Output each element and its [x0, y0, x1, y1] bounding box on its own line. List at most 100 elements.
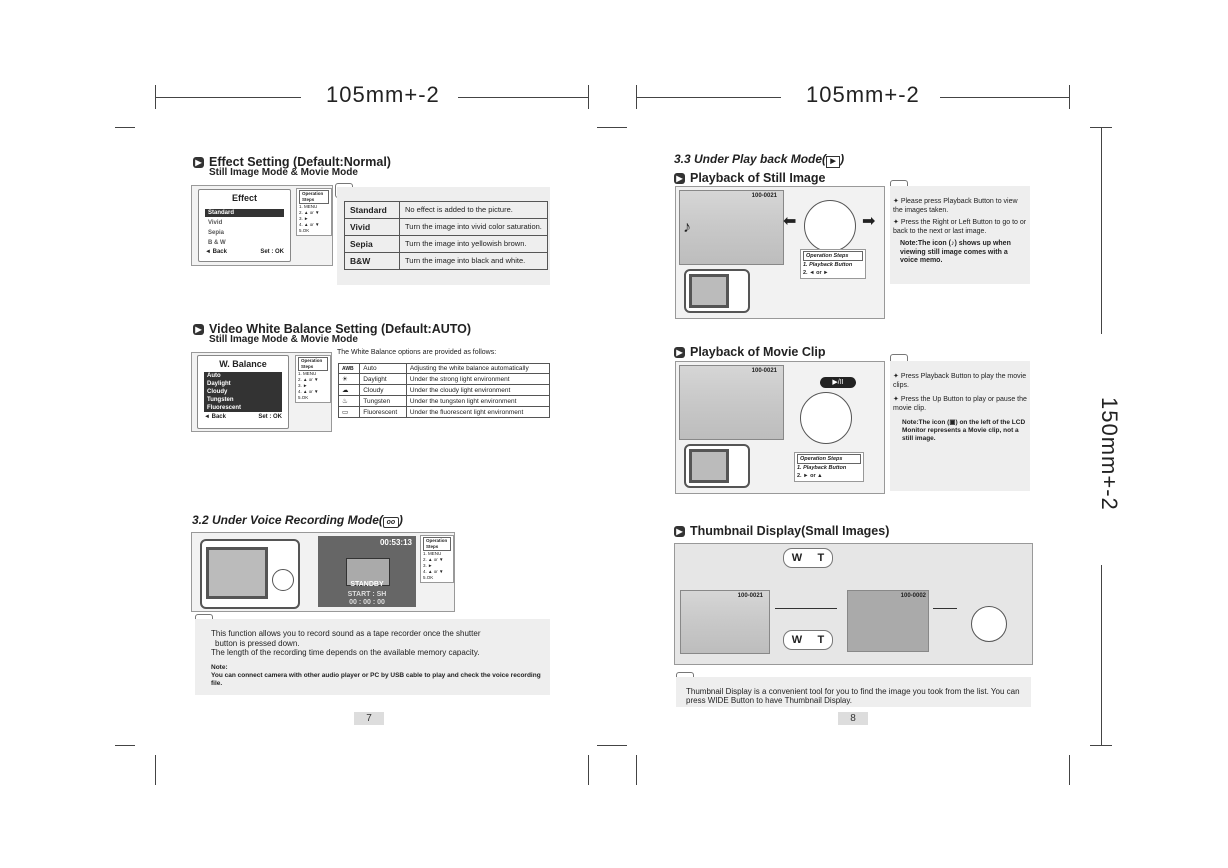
- playback-title-end: ): [840, 152, 845, 166]
- still-note-line: ✦ Please press Playback Button to view t…: [893, 198, 1018, 214]
- crop-line: [1101, 127, 1102, 334]
- voice-memo-icon: ♪: [683, 219, 691, 236]
- effect-menu-item[interactable]: Vivid: [205, 219, 284, 227]
- crop-line: [588, 755, 589, 785]
- ops-line: 1. MENU: [423, 551, 442, 556]
- wb-menu-item[interactable]: Daylight: [204, 380, 282, 388]
- still-note-line: ✦ Press the Right or Left Button to go t…: [893, 219, 1027, 235]
- right-arrow-icon: [933, 608, 957, 609]
- note-text: Note:The icon (: [902, 419, 950, 426]
- note-text: Press Playback Button to play the movie …: [893, 373, 1027, 389]
- tape-graphic: [346, 558, 390, 586]
- movie-note-line: Note:The icon (▣) on the left of the LCD…: [893, 419, 1027, 443]
- crop-line: [155, 755, 156, 785]
- wb-menu-item[interactable]: Cloudy: [204, 388, 282, 396]
- voice-note-label: Note:: [211, 663, 228, 671]
- effect-subtitle: Still Image Mode & Movie Mode: [209, 167, 358, 178]
- wb-menu-item[interactable]: Auto: [204, 372, 282, 380]
- duck-photo: 100-0021: [679, 365, 784, 440]
- wide-button-bottom: W T: [783, 630, 833, 650]
- ops-header: Operation Steps: [803, 251, 863, 261]
- voice-note: This function allows you to record sound…: [211, 629, 546, 688]
- thumbnail-grid: 100-0002: [847, 590, 929, 652]
- still-panel: 100-0021 ♪ ⬅ ➡ Operation Steps 1. Playba…: [675, 186, 885, 319]
- duck-photo: 100-0021 ♪: [679, 190, 784, 265]
- wb-menu-footer: ◄ Back Set : OK: [198, 414, 288, 420]
- wb-title-text: Video White Balance Setting (Default:AUT…: [209, 322, 472, 336]
- effect-title-text: Effect Setting (Default:Normal): [209, 155, 391, 169]
- t-label: T: [817, 552, 825, 564]
- ops-line: 5.OK: [298, 395, 309, 400]
- ops-line: 4. ▲ or ▼: [423, 569, 444, 574]
- ops-line: 1. Playback Button: [803, 262, 853, 268]
- note-text: ) shows up when viewing still image come…: [900, 240, 1011, 264]
- wb-intro-text: The White Balance options are provided a…: [337, 349, 497, 356]
- crop-line: [1069, 85, 1070, 109]
- ops-line: 1. MENU: [298, 371, 317, 376]
- dpad-icon: [804, 200, 856, 252]
- movie-note-line: ✦ Press the Up Button to play or pause t…: [893, 396, 1027, 412]
- file-number: 100-0021: [751, 368, 777, 374]
- standby-label: STANDBY: [350, 581, 384, 588]
- wb-subtitle: Still Image Mode & Movie Mode: [209, 334, 358, 345]
- ops-line: 5.OK: [423, 575, 434, 580]
- effect-menu-item[interactable]: B & W: [205, 239, 284, 247]
- voice-panel: 00:53:13 STANDBY START : SH 00 : 00 : 00…: [191, 532, 455, 612]
- voice-section-title: 3.2 Under Voice Recording Mode(oo): [192, 513, 403, 528]
- effect-menu-item[interactable]: Standard: [205, 209, 284, 217]
- ops-line: 4. ▲ or ▼: [298, 389, 319, 394]
- voice-note-box: [195, 619, 550, 695]
- movie-note-line: ✦ Press Playback Button to play the movi…: [893, 373, 1027, 389]
- bullet-icon: ▶: [674, 525, 685, 537]
- ops-line: 5.OK: [299, 228, 310, 233]
- play-pause-icon: ▶/II: [820, 377, 856, 388]
- file-number: 100-0021: [751, 193, 777, 199]
- playback-title-text: 3.3 Under Play back Mode(: [674, 152, 827, 166]
- playback-section-title: 3.3 Under Play back Mode(▶): [674, 152, 844, 168]
- wb-name: Fluorescent: [359, 406, 407, 418]
- wb-desc: Under the cloudy light environment: [405, 384, 551, 396]
- ops-line: 2. ► or ▲: [797, 473, 823, 479]
- effect-menu-item[interactable]: Sepia: [205, 229, 284, 237]
- wb-icon: ☀: [337, 373, 361, 385]
- voice-operation-steps: Operation Steps 1. MENU 2. ▲ or ▼ 3. ► 4…: [420, 535, 454, 583]
- still-title-text: Playback of Still Image: [690, 171, 826, 185]
- voice-screen: 00:53:13 STANDBY START : SH 00 : 00 : 00: [318, 536, 416, 607]
- crop-line: [1101, 565, 1102, 745]
- movie-note: ✦ Press Playback Button to play the movi…: [893, 373, 1027, 443]
- left-arrow-icon: ⬅: [783, 213, 797, 230]
- effect-section-title: ▶ Effect Setting (Default:Normal): [193, 155, 391, 169]
- wb-desc: Under the fluorescent light environment: [405, 406, 551, 418]
- effect-desc: Turn the image into vivid color saturati…: [399, 218, 548, 236]
- thumb-panel: W T 100-0021 W T 100-0002: [674, 543, 1033, 665]
- bullet-icon: ▶: [674, 172, 685, 184]
- crop-line: [1069, 755, 1070, 785]
- dpad-icon: [800, 392, 852, 444]
- crop-line: [588, 85, 589, 109]
- ops-line: 4. ▲ or ▼: [299, 222, 320, 227]
- right-header-label: 105mm+-2: [806, 82, 920, 107]
- wb-desc: Under the strong light environment: [405, 373, 551, 385]
- dpad-icon: [272, 569, 294, 591]
- effect-menu-footer: ◄ Back Set : OK: [199, 249, 290, 255]
- wb-menu-item[interactable]: Fluorescent: [204, 404, 282, 412]
- dpad-icon: [971, 606, 1007, 642]
- voice-title-text: 3.2 Under Voice Recording Mode(: [192, 513, 383, 527]
- note-text: Press the Up Button to play or pause the…: [893, 396, 1027, 412]
- effect-desc: No effect is added to the picture.: [399, 201, 548, 219]
- effect-operation-steps: Operation Steps 1. MENU 2. ▲ or ▼ 3. ► 4…: [296, 188, 332, 236]
- bullet-icon: ▶: [193, 323, 204, 335]
- lcd-screen: [689, 449, 729, 483]
- wb-menu-item[interactable]: Tungsten: [204, 396, 282, 404]
- file-number: 100-0002: [900, 593, 926, 599]
- voice-timer: 00:53:13: [379, 538, 412, 547]
- movie-icon: ▣: [949, 419, 956, 426]
- wb-desc: Under the tungsten light environment: [405, 395, 551, 407]
- page-number: 7: [354, 712, 384, 725]
- crop-line: [597, 745, 627, 746]
- wb-desc: Adjusting the white balance automaticall…: [405, 363, 551, 374]
